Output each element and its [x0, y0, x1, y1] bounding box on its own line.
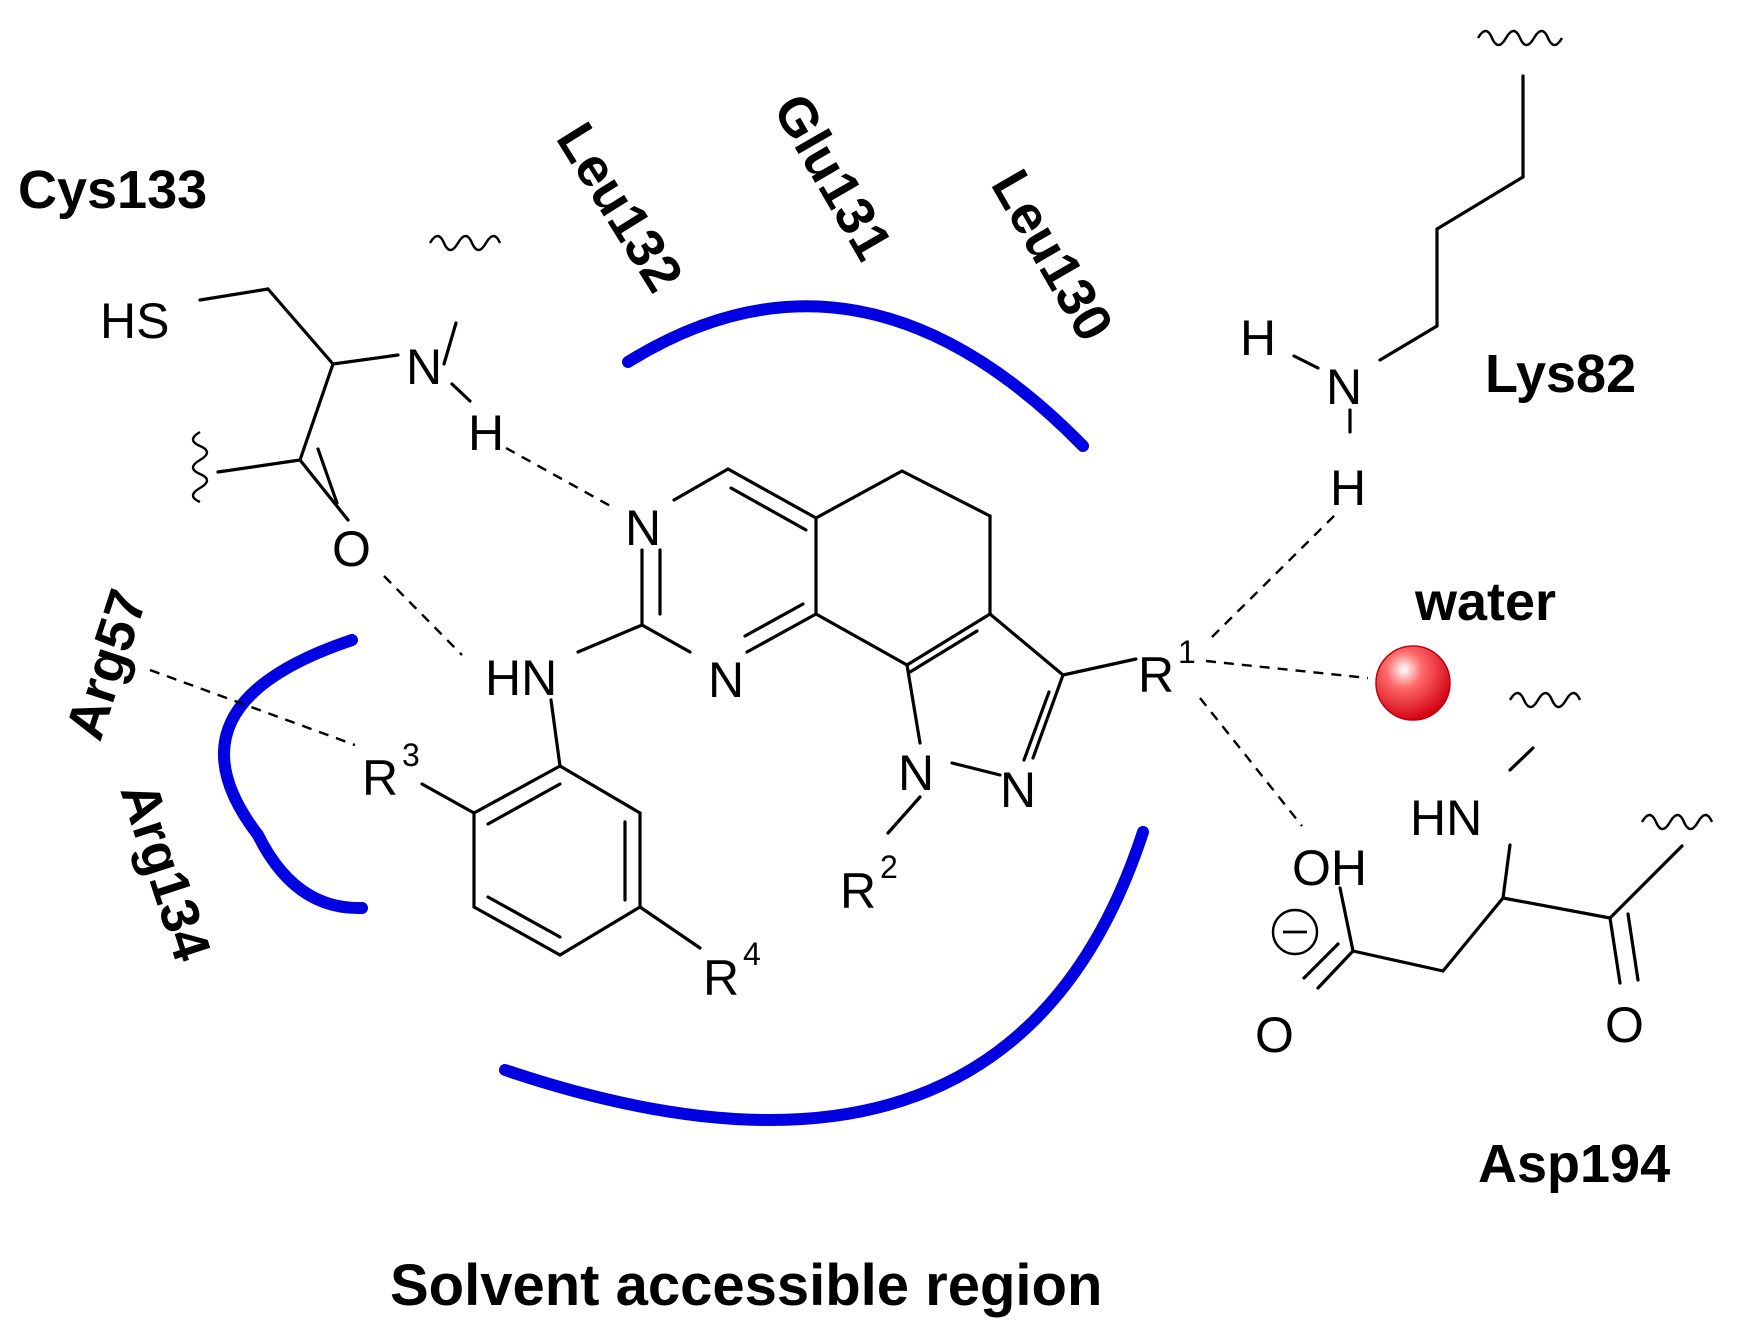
interaction-lines	[149, 446, 1369, 827]
label-leu132: Leu132	[545, 113, 695, 303]
label-glu131: Glu131	[762, 84, 904, 270]
asp194-wavy-c	[1640, 813, 1714, 831]
cys133-wavy-n	[428, 234, 502, 252]
label-water: water	[1414, 572, 1556, 632]
solvent-pocket-arc	[499, 826, 1149, 1126]
pyrimidine-n3: N	[625, 500, 661, 556]
lys82-wavy	[1476, 29, 1564, 47]
cys133-sulfur: HS	[100, 293, 169, 349]
hbond-asp194-r1	[1199, 697, 1303, 827]
ligand-scaffold: N N HN N N R 1 R 2 R 3 R 4	[362, 467, 1196, 1006]
cys133-nh-hydrogen: H	[468, 405, 504, 461]
interaction-arg57-r3	[149, 668, 356, 747]
pyrazole-n2: N	[1000, 762, 1036, 818]
pyrazole-n1: N	[898, 745, 934, 801]
lys82-h-bottom: H	[1330, 460, 1366, 516]
water-molecule-icon	[1375, 645, 1451, 721]
cys133-residue: HS N H O	[100, 234, 504, 577]
label-arg134: Arg134	[109, 775, 223, 968]
asp194-carbonyl-oxygen: O	[1605, 997, 1644, 1053]
hbond-lys82-r1	[1211, 514, 1336, 638]
r3-group: R	[362, 750, 398, 806]
hbond-cys133-o-aniline-nh	[383, 575, 463, 656]
aniline-nh: HN	[485, 650, 557, 706]
lys82-h-left: H	[1240, 310, 1276, 366]
lys82-residue: H N H	[1240, 29, 1564, 516]
interaction-water-r1	[1205, 659, 1369, 680]
r1-group: R	[1138, 647, 1174, 703]
ribose-pocket-arc	[218, 634, 368, 915]
r2-superscript: 2	[880, 849, 898, 885]
r4-superscript: 4	[743, 936, 761, 972]
asp194-residue: HN OH O O	[1255, 691, 1714, 1063]
r2-group: R	[840, 863, 876, 919]
pyrimidine-n1: N	[708, 652, 744, 708]
cys133-wavy-c	[191, 430, 209, 504]
hinge-pocket-arc	[622, 300, 1089, 452]
label-asp194: Asp194	[1478, 1134, 1670, 1194]
asp194-carboxylate-oxygen: O	[1255, 1007, 1294, 1063]
r4-group: R	[703, 950, 739, 1006]
label-arg57: Arg57	[54, 583, 158, 747]
asp194-hydroxyl: OH	[1292, 840, 1367, 896]
r1-superscript: 1	[1178, 634, 1196, 670]
negative-charge-icon	[1271, 908, 1319, 956]
lys82-nitrogen: N	[1326, 359, 1362, 415]
label-lys82: Lys82	[1485, 344, 1636, 404]
label-cys133: Cys133	[18, 160, 207, 220]
label-leu130: Leu130	[980, 160, 1125, 351]
r3-superscript: 3	[402, 737, 420, 773]
solvent-region-caption: Solvent accessible region	[390, 1253, 1102, 1318]
asp194-nh: HN	[1410, 790, 1482, 846]
cys133-carbonyl-oxygen: O	[332, 521, 371, 577]
asp194-wavy-n	[1508, 691, 1582, 709]
cys133-nitrogen: N	[406, 339, 442, 395]
hbond-cys133-nh-pyrimidine	[505, 446, 615, 510]
